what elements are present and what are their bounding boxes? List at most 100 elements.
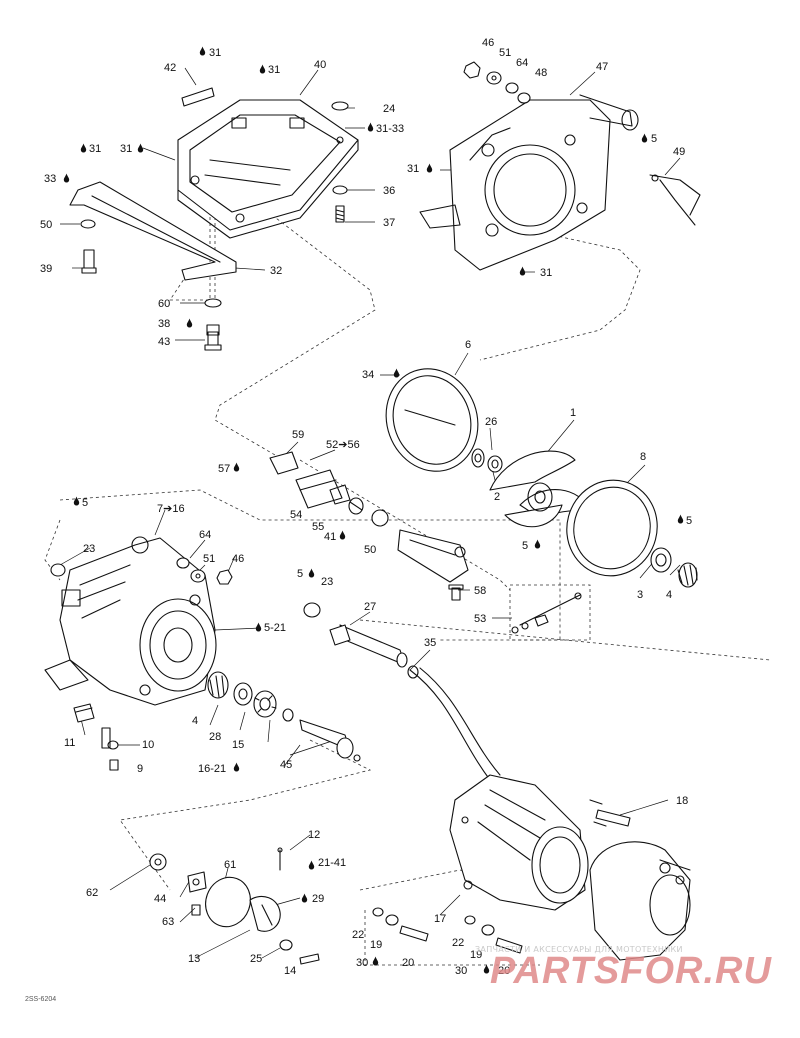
callout-50: 50 xyxy=(40,219,52,231)
callout-labels: 42 31 31 40 24 31-33 31 31 33 36 37 50 3… xyxy=(40,37,692,977)
callout-5: 5 xyxy=(522,540,528,552)
callout-15: 15 xyxy=(232,739,244,751)
watermark-caption: ЗАПЧАСТИ И АКСЕССУАРЫ ДЛЯ МОТОТЕХНИКИ xyxy=(475,945,683,954)
part-48-ring xyxy=(517,92,531,104)
callout-62: 62 xyxy=(86,887,98,899)
part-small-ring xyxy=(282,708,294,722)
part-64-washer xyxy=(505,82,519,94)
callout-35: 35 xyxy=(424,637,436,649)
callout-23: 23 xyxy=(83,543,95,555)
part-6-ring xyxy=(385,368,479,472)
part-54-sleeve xyxy=(295,469,343,509)
part-20-bolt-a xyxy=(399,925,429,942)
callout-20: 20 xyxy=(402,957,414,969)
callout-5: 5 xyxy=(651,133,657,145)
part-59-clip xyxy=(269,451,299,475)
callout-48: 48 xyxy=(535,67,547,79)
part-44-fitting xyxy=(187,871,207,893)
leader-lines xyxy=(59,67,681,959)
part-14-screw xyxy=(299,953,320,965)
callout-7-16: 7➔16 xyxy=(157,503,185,515)
callout-31: 31 xyxy=(120,143,132,155)
callout-5-21: 5-21 xyxy=(264,622,286,634)
part-37-screw xyxy=(335,205,345,223)
part-63-screw xyxy=(191,904,201,916)
part-20-bolt-b xyxy=(495,937,523,954)
part-23-cap-left xyxy=(50,563,66,577)
callout-31-33: 31-33 xyxy=(376,123,404,135)
part-41-nut xyxy=(348,497,364,515)
callout-60: 60 xyxy=(158,298,170,310)
callout-47: 47 xyxy=(596,61,608,73)
part-51-washer xyxy=(486,71,502,85)
callout-30: 30 xyxy=(455,965,467,977)
part-shaft-cable xyxy=(397,529,469,583)
callout-19: 19 xyxy=(470,949,482,961)
part-49-fitting xyxy=(649,174,701,226)
callout-24: 24 xyxy=(383,103,395,115)
part-17-venturi xyxy=(449,774,589,911)
part-12-pin xyxy=(277,847,283,871)
part-2-nut xyxy=(487,455,503,473)
part-35-oring xyxy=(407,665,419,679)
part-19-washer-b xyxy=(481,924,495,936)
part-hose xyxy=(409,667,501,781)
callout-52-56: 52➔56 xyxy=(326,439,360,451)
callout-31: 31 xyxy=(407,163,419,175)
part-62-cap xyxy=(149,853,167,871)
part-58-screw xyxy=(448,584,464,601)
callout-41: 41 xyxy=(324,531,336,543)
part-42-strip xyxy=(181,87,215,107)
callout-59: 59 xyxy=(292,429,304,441)
part-7-16-pump-housing xyxy=(44,536,217,706)
callout-29: 29 xyxy=(312,893,324,905)
callout-39: 39 xyxy=(40,263,52,275)
callout-50: 50 xyxy=(364,544,376,556)
callout-2: 2 xyxy=(494,491,500,503)
part-9-screw xyxy=(109,759,119,771)
part-3-seal xyxy=(650,547,672,573)
part-small-bolt-left xyxy=(101,727,111,749)
callout-46: 46 xyxy=(482,37,494,49)
dashed-guide-lines xyxy=(44,205,771,966)
part-32-bracket xyxy=(69,181,237,281)
part-25-washer xyxy=(279,939,293,951)
callout-42: 42 xyxy=(164,62,176,74)
callout-27: 27 xyxy=(364,601,376,613)
callout-40: 40 xyxy=(314,59,326,71)
callout-54: 54 xyxy=(290,509,302,521)
callout-18: 18 xyxy=(676,795,688,807)
part-40-plate xyxy=(177,99,359,239)
callout-36: 36 xyxy=(383,185,395,197)
part-28-seal xyxy=(233,682,253,706)
part-4-bearing-upper xyxy=(677,562,698,588)
callout-1: 1 xyxy=(570,407,576,419)
callout-16-21: 16-21 xyxy=(198,763,226,775)
callout-5: 5 xyxy=(686,515,692,527)
callout-38: 38 xyxy=(158,318,170,330)
callout-8: 8 xyxy=(640,451,646,463)
callout-5: 5 xyxy=(82,497,88,509)
part-60-washer xyxy=(204,298,222,308)
callout-44: 44 xyxy=(154,893,166,905)
callout-26: 26 xyxy=(485,416,497,428)
callout-51: 51 xyxy=(203,553,215,565)
part-47-housing xyxy=(419,94,639,271)
callout-17: 17 xyxy=(434,913,446,925)
callout-31: 31 xyxy=(268,64,280,76)
callout-23: 23 xyxy=(321,576,333,588)
part-15-seal xyxy=(253,690,277,718)
callout-12: 12 xyxy=(308,829,320,841)
part-64-washer-b xyxy=(176,557,190,569)
callout-25: 25 xyxy=(250,953,262,965)
part-50-washer xyxy=(80,219,96,229)
callout-63: 63 xyxy=(162,916,174,928)
part-18-pin xyxy=(589,799,631,827)
callout-4: 4 xyxy=(192,715,198,727)
callout-30: 30 xyxy=(356,957,368,969)
part-13-cover xyxy=(249,895,281,932)
callout-51: 51 xyxy=(499,47,511,59)
callout-13: 13 xyxy=(188,953,200,965)
callout-43: 43 xyxy=(158,336,170,348)
